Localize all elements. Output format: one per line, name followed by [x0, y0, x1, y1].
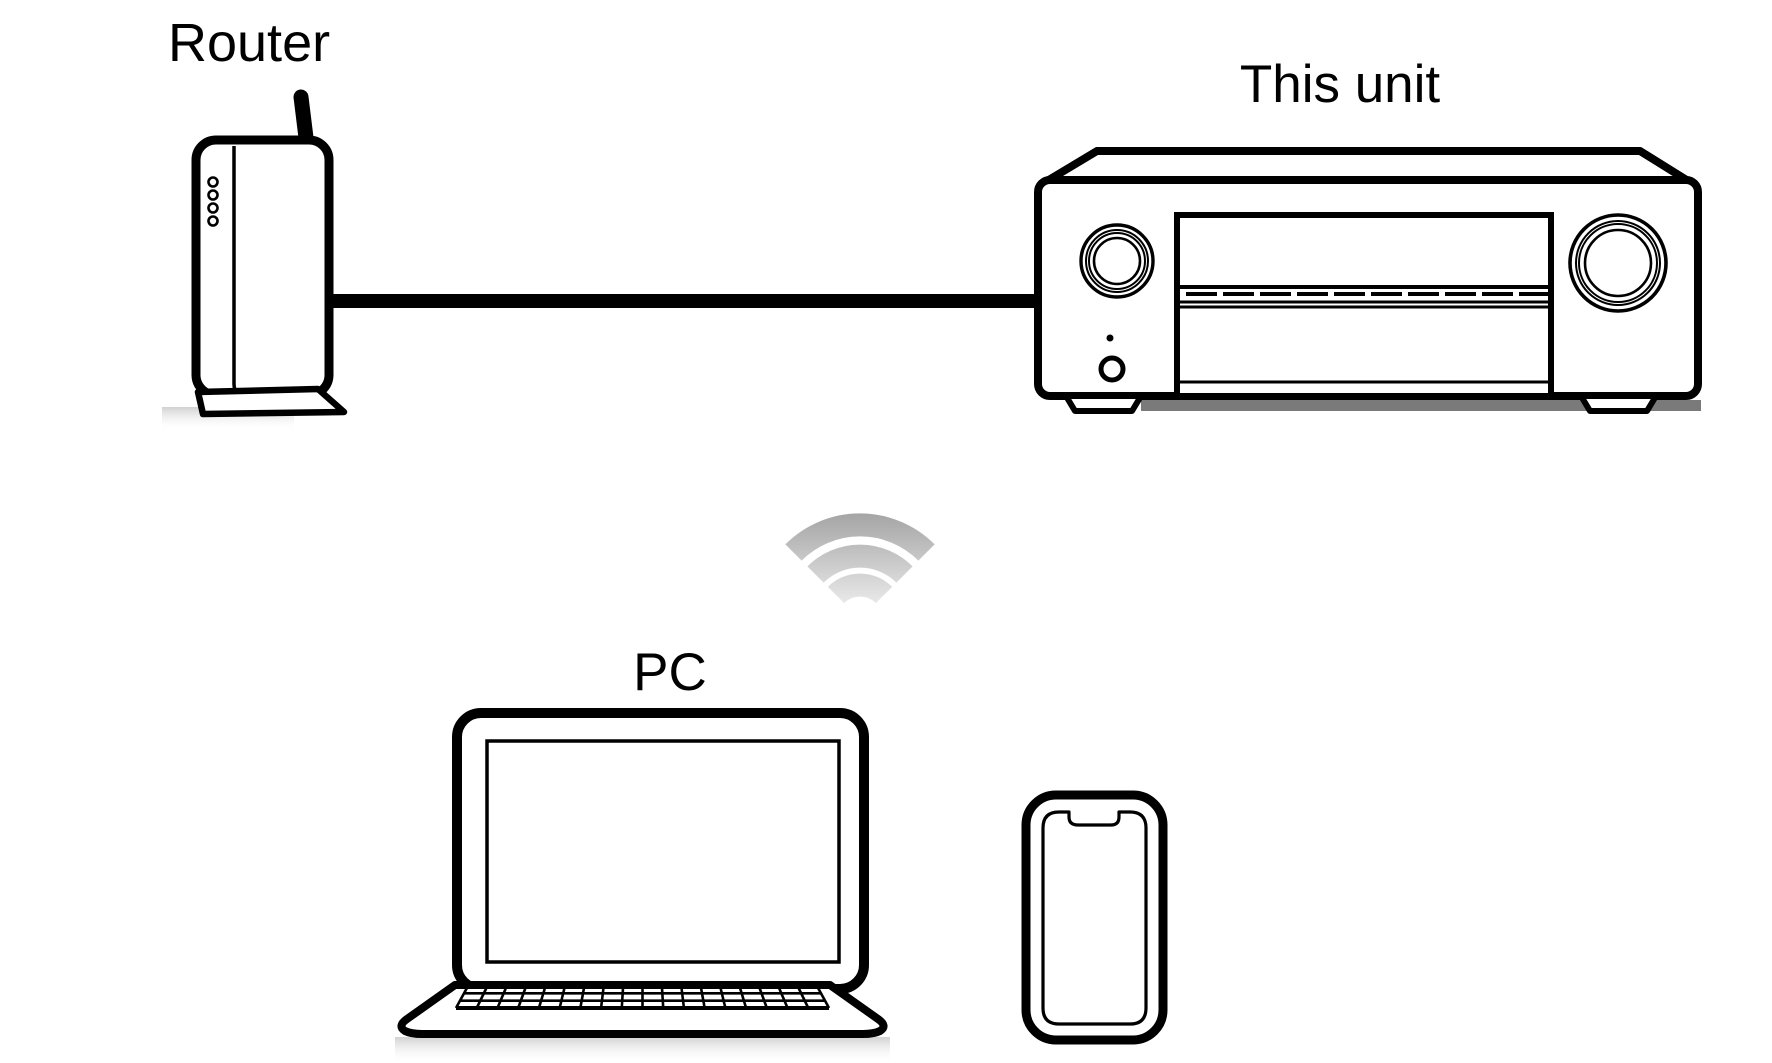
receiver-foot — [1063, 393, 1144, 414]
keyboard-grid-line — [558, 985, 567, 1009]
laptop-icon — [395, 708, 890, 1063]
input-knob — [1079, 223, 1155, 299]
ethernet-cable — [315, 294, 1050, 308]
laptop-shadow — [395, 1037, 890, 1063]
keyboard-grid-line — [679, 985, 686, 1009]
router-icon — [162, 89, 348, 431]
keyboard-grid-line — [796, 985, 810, 1009]
receiver-foot — [1578, 393, 1659, 414]
wifi-arc-middle — [807, 544, 913, 583]
laptop-keyboard — [454, 984, 831, 1010]
router-stand — [194, 385, 348, 418]
keyboard-grid-line — [454, 985, 470, 1009]
keyboard-grid-line — [579, 985, 586, 1009]
keyboard-grid-line — [475, 985, 489, 1009]
keyboard-grid-line — [699, 985, 706, 1009]
keyboard-grid-line — [620, 985, 625, 1009]
router-led-dots — [207, 176, 219, 227]
led-dot — [207, 176, 219, 188]
router-label: Router — [168, 13, 331, 73]
this-unit-label: This unit — [1239, 55, 1441, 114]
led-dot — [207, 189, 219, 201]
led-dot — [207, 215, 219, 227]
keyboard-grid-line — [537, 985, 547, 1009]
power-button — [1098, 355, 1126, 383]
receiver-shadow — [1141, 400, 1701, 411]
keyboard-grid-line — [496, 985, 508, 1009]
keyboard-grid-line — [599, 985, 606, 1009]
keyboard-grid-line — [516, 985, 528, 1009]
keyboard-grid-line — [718, 985, 727, 1009]
wifi-arc-inner — [827, 573, 893, 604]
smartphone-screen — [1041, 810, 1148, 1026]
keyboard-grid-line — [660, 985, 665, 1009]
av-receiver-icon — [1034, 147, 1702, 414]
led-dot — [207, 202, 219, 214]
pc-label: PC — [633, 643, 707, 702]
keyboard-grid-line — [738, 985, 748, 1009]
power-led — [1106, 334, 1114, 342]
wifi-arc-outer — [785, 513, 935, 561]
laptop-screen — [485, 739, 841, 964]
volume-knob — [1568, 213, 1668, 313]
keyboard-grid-line — [777, 985, 789, 1009]
smartphone-icon — [1021, 790, 1168, 1045]
wifi-icon — [785, 513, 935, 604]
keyboard-grid-line — [757, 985, 769, 1009]
keyboard-grid-line — [815, 985, 831, 1009]
